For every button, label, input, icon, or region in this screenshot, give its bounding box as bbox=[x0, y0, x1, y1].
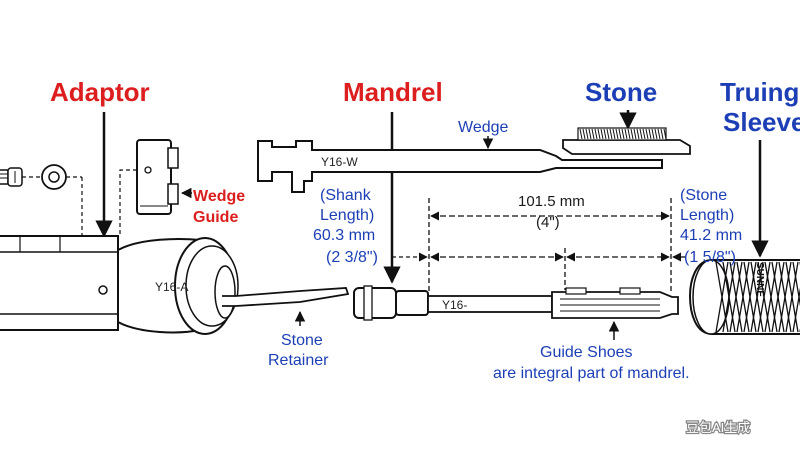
shank-mm: 60.3 mm bbox=[313, 227, 375, 244]
wedge-guide-label-2: Guide bbox=[193, 209, 238, 226]
truing-heading-line1: Truing bbox=[720, 77, 799, 107]
overall-in: (4") bbox=[536, 214, 560, 231]
adaptor-heading: Adaptor bbox=[50, 77, 150, 107]
watermark: 豆包AI生成 bbox=[686, 420, 750, 435]
guide-shoes-label-1: Guide Shoes bbox=[540, 344, 633, 361]
stone-length-in: (1 5/8") bbox=[684, 249, 736, 266]
truing-sleeve bbox=[688, 259, 800, 335]
sleeve-brand: SUNNE bbox=[754, 262, 765, 297]
wedge-label: Wedge bbox=[458, 119, 509, 136]
mandrel-part bbox=[353, 285, 679, 321]
mandrel-part-number: Y16- bbox=[442, 298, 467, 312]
stone-retainer-label-1: Stone bbox=[281, 332, 323, 349]
wedge-guide-label-1: Wedge bbox=[193, 188, 245, 205]
stone-length-label-1: (Stone bbox=[680, 187, 727, 204]
shank-in: (2 3/8") bbox=[326, 249, 378, 266]
stone-heading: Stone bbox=[585, 77, 657, 107]
shank-label-2: Length) bbox=[320, 207, 374, 224]
stone-retainer-wire bbox=[222, 287, 350, 307]
mandrel-heading: Mandrel bbox=[343, 77, 443, 107]
truing-heading-line2: Sleeve bbox=[723, 107, 800, 137]
adaptor-part-number: Y16-A bbox=[155, 280, 188, 294]
stone-part bbox=[562, 127, 691, 155]
guide-dash bbox=[119, 169, 137, 236]
wedge-bar bbox=[257, 140, 663, 193]
screw-icon bbox=[0, 167, 23, 187]
washer-icon bbox=[41, 164, 67, 190]
wedge-guide-block bbox=[136, 139, 179, 215]
adaptor-body bbox=[0, 235, 239, 335]
wedge-part-number: Y16-W bbox=[321, 155, 358, 169]
stone-length-mm: 41.2 mm bbox=[680, 227, 742, 244]
stone-length-label-2: Length) bbox=[680, 207, 734, 224]
overall-mm: 101.5 mm bbox=[518, 193, 585, 210]
guide-shoes-label-2: are integral part of mandrel. bbox=[493, 365, 690, 382]
shank-label-1: (Shank bbox=[320, 187, 372, 204]
stone-retainer-label-2: Retainer bbox=[268, 352, 329, 369]
dimension-extension-lines bbox=[428, 198, 672, 292]
